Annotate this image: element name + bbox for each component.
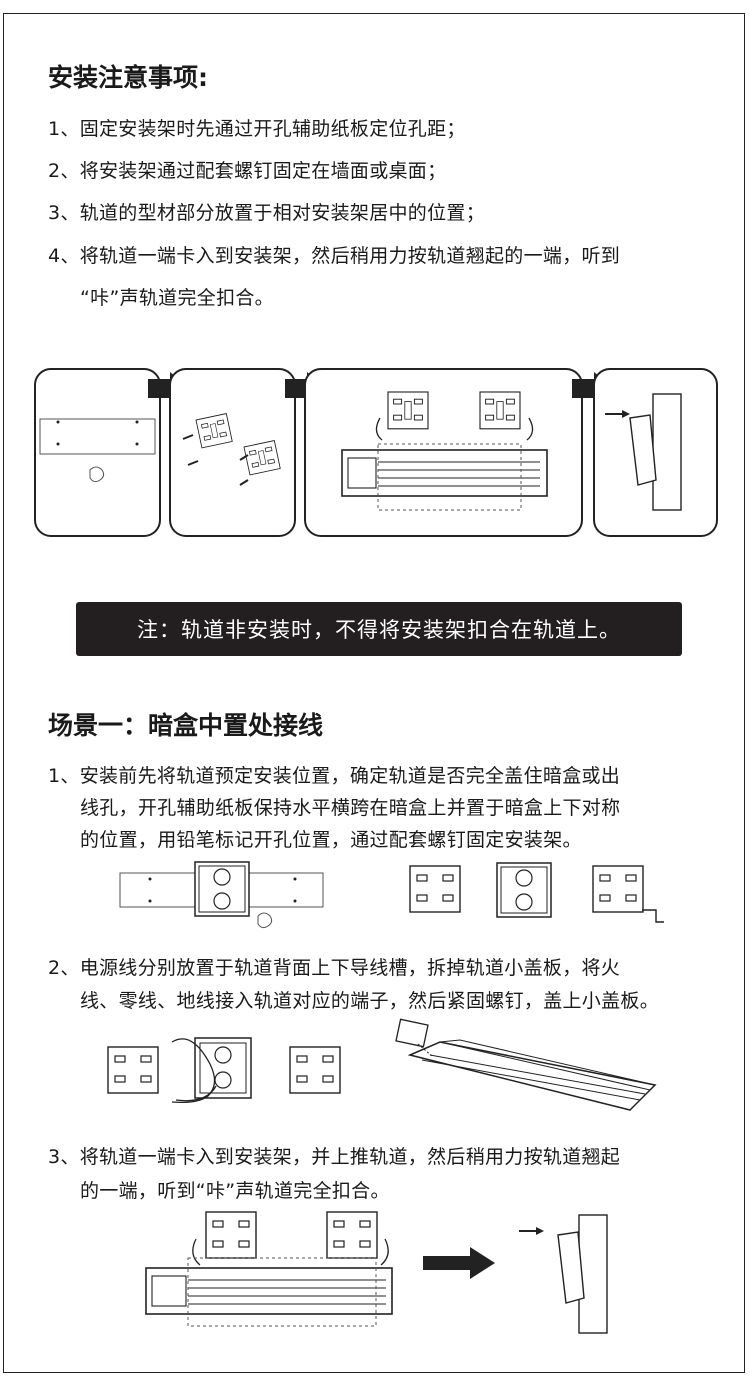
install-note-4: 4、将轨道一端卡入到安装架，然后稍用力按轨道翘起的一端，听到 [48,245,621,267]
step-panel-2 [169,368,296,537]
section-title-install-notes: 安装注意事项: [48,63,208,92]
install-note-1: 1、固定安装架时先通过开孔辅助纸板定位孔距； [48,118,466,140]
template-board [39,418,156,455]
scenario-step1-line3: 的位置，用铅笔标记开孔位置，通过配套螺钉固定安装架。 [80,829,582,851]
install-note-3: 3、轨道的型材部分放置于相对安装架居中的位置； [48,202,485,224]
arrow-right-icon [423,1247,495,1279]
scenario-step3-line1: 3、将轨道一端卡入到安装架，并上推轨道，然后稍用力按轨道翘起 [48,1146,621,1168]
page-frame [3,13,745,1373]
warning-note-bar: 注：轨道非安装时，不得将安装架扣合在轨道上。 [76,602,682,656]
install-note-4-cont: “咔”声轨道完全扣合。 [80,287,274,309]
scenario-step1-line1: 1、安装前先将轨道预定安装位置，确定轨道是否完全盖住暗盒或出 [48,765,621,787]
scenario-step3-line2: 的一端，听到“咔”声轨道完全扣合。 [80,1180,390,1202]
section-title-scenario-one: 场景一：暗盒中置处接线 [48,711,324,740]
hand-icon [89,466,105,483]
scenario-step1-line2: 线孔，开孔辅助纸板保持水平横跨在暗盒上并置于暗盒上下对称 [80,797,621,819]
install-note-2: 2、将安装架通过配套螺钉固定在墙面或桌面； [48,160,447,182]
scenario-step2-line1: 2、电源线分别放置于轨道背面上下导线槽，拆掉轨道小盖板，将火 [48,957,621,979]
scenario-step2-line2: 线、零线、地线接入轨道对应的端子，然后紧固螺钉，盖上小盖板。 [80,990,660,1012]
